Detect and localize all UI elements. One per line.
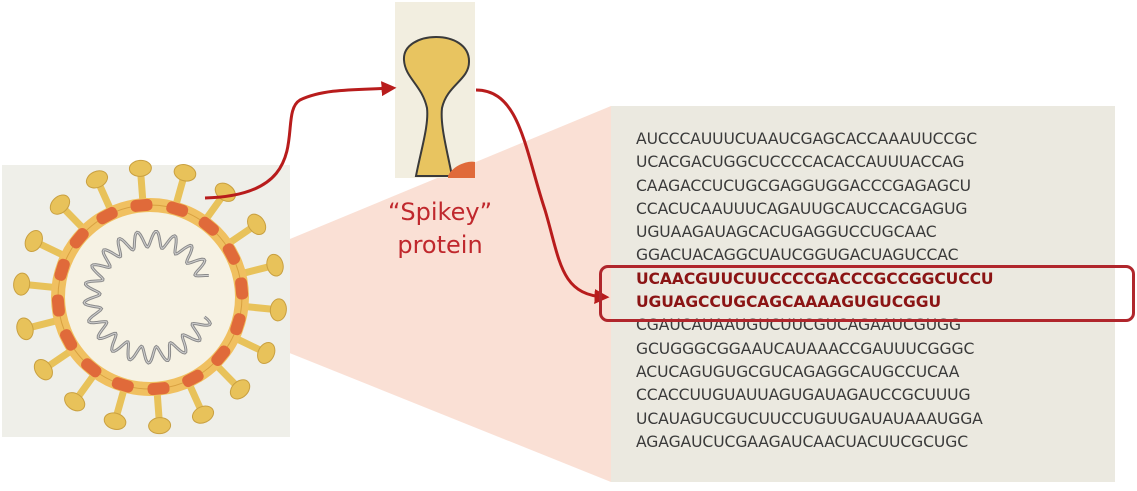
highlighted-sequence-line: UGUAGCCUGCAGCAAAAGUGUCGGU	[636, 293, 942, 312]
sequence-panel	[611, 106, 1115, 482]
sequence-line: CAAGACCUCUGCGAGGUGGACCCGAGAGCU	[636, 176, 971, 195]
sequence-line: AUCCCAUUUCUAAUCGAGCACCAAAUUCCGC	[636, 130, 977, 148]
sequence-line: AGAGAUCUCGAAGAUCAACUACUUCGCUGC	[636, 432, 969, 451]
arrow-virus-to-spike	[204, 81, 397, 200]
spike-protein-image	[395, 2, 475, 178]
sequence-line: UCAUAGUCGUCUUCCUGUUGAUAUAAAUGGA	[636, 409, 983, 428]
highlighted-sequence-line: UCAACGUUCUUCCCCGACCCGCCGGCUCCU	[636, 269, 994, 288]
label-line2: protein	[397, 231, 483, 259]
label-line1: “Spikey”	[387, 198, 492, 226]
sequence-line: GCUGGGCGGAAUCAUAAACCGAUUUCGGGC	[636, 339, 975, 358]
sequence-line: UGUAAGAUAGCACUGAGGUCCUGCAAC	[636, 223, 937, 242]
arrow-spike-to-sequence	[475, 88, 610, 305]
spike-gene-highlight-box	[599, 265, 1135, 322]
zoom-wedge	[150, 106, 611, 482]
sequence-line: ACUCAGUGUGCGUCAGAGGCAUGCCUCAA	[636, 362, 960, 381]
sequence-line: CCACCUUGUAUUAGUGAUAGAUCCGCUUUG	[636, 386, 971, 405]
sequence-line: UCACGACUGGCUCCCCACACCAUUUACCAG	[636, 153, 965, 172]
sequence-line: CCACUCAAUUUCAGAUUGCAUCCACGAGUG	[636, 199, 968, 218]
sequence-line: GGACUACAGGCUAUCGGUGACUAGUCCAC	[636, 246, 959, 265]
spike-protein-label: “Spikey” protein	[350, 196, 530, 262]
coronavirus-illustration	[13, 159, 287, 435]
